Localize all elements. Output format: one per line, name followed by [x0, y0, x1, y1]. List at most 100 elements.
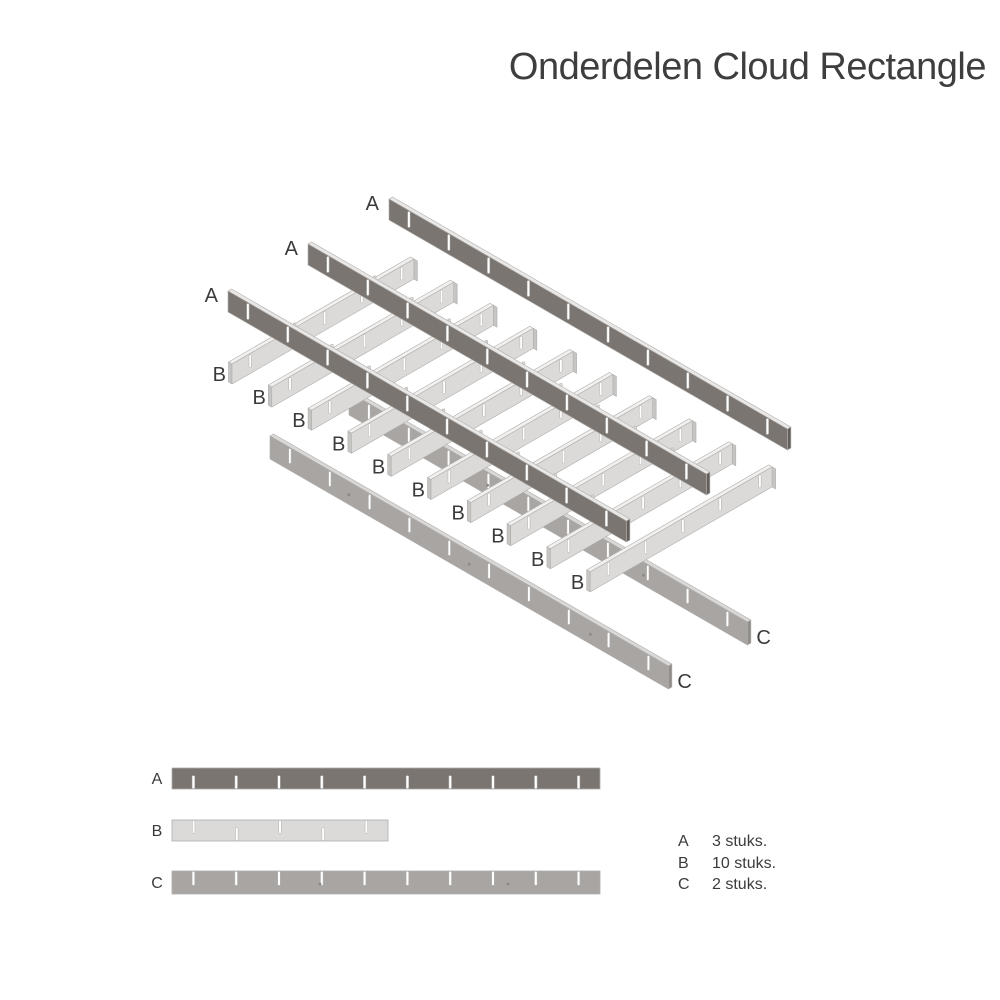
notch-slot	[277, 775, 281, 789]
notch-slot	[726, 395, 730, 412]
part-label-b: B	[252, 387, 265, 409]
part-label-c: C	[756, 627, 770, 649]
notch-slot	[646, 565, 650, 581]
notch-slot	[323, 311, 327, 325]
part-label-b: B	[451, 503, 464, 525]
notch-slot	[487, 563, 491, 579]
notch-slot	[681, 519, 685, 533]
notch-slot	[442, 380, 446, 395]
notch-slot	[559, 359, 563, 373]
notch-slot	[641, 496, 645, 510]
notch-slot	[234, 871, 238, 886]
plank-end-cap	[427, 477, 432, 500]
overview-part-label: C	[151, 875, 163, 892]
notch-slot	[363, 334, 366, 348]
plank-end-cap	[612, 374, 617, 397]
part-label-a: A	[285, 238, 299, 260]
legend-part-quantity: 2 stuks.	[712, 876, 768, 893]
notch-slot	[191, 775, 195, 789]
iso-part-b-slat	[586, 464, 776, 593]
parts-overview: ABC	[151, 767, 601, 895]
notch-slot	[606, 542, 610, 558]
legend-part-letter: A	[678, 833, 689, 850]
notch-slot	[326, 256, 330, 273]
notch-slot	[491, 775, 495, 789]
notch-slot	[758, 474, 762, 489]
notch-slot	[606, 562, 610, 576]
part-label-a: A	[205, 285, 219, 307]
legend-row-b: B 10 stuks.	[678, 853, 776, 875]
notch-slot	[577, 871, 581, 886]
plank-face	[589, 466, 773, 593]
notch-slot	[577, 775, 581, 789]
notch-slot	[491, 871, 495, 886]
notch-slot	[566, 519, 570, 535]
notch-slot	[326, 349, 330, 366]
plank-end-cap	[413, 258, 418, 282]
screw-hole	[642, 573, 645, 577]
notch-slot	[644, 540, 648, 555]
notch-slot	[448, 871, 452, 886]
plank-end-cap	[307, 407, 312, 431]
notch-slot	[367, 404, 371, 420]
part-label-b: B	[571, 572, 584, 594]
notch-slot	[718, 451, 722, 466]
notch-slot	[278, 820, 282, 834]
notch-slot	[328, 471, 332, 487]
notch-slot	[645, 440, 649, 457]
notch-slot	[601, 472, 605, 487]
legend-row-c: C 2 stuks.	[678, 874, 776, 896]
overview-part-b	[171, 819, 389, 842]
notch-slot	[485, 348, 489, 365]
notch-slot	[646, 655, 650, 671]
notch-slot	[487, 492, 491, 507]
notch-slot	[235, 827, 239, 841]
notch-slot	[234, 775, 238, 789]
plank-end-cap	[626, 518, 631, 543]
notch-slot	[407, 446, 411, 461]
screw-hole	[347, 493, 351, 497]
notch-slot	[368, 423, 372, 438]
notch-slot	[605, 417, 609, 434]
part-label-b: B	[213, 364, 226, 386]
notch-slot	[407, 211, 411, 228]
part-label-b: B	[372, 456, 385, 478]
notch-slot	[606, 326, 610, 343]
notch-slot	[365, 372, 369, 389]
notch-slot	[288, 448, 292, 464]
notch-slot	[525, 464, 529, 481]
notch-slot	[534, 871, 538, 886]
notch-slot	[447, 540, 451, 556]
plank-end-cap	[668, 663, 673, 690]
plank-end-cap	[747, 619, 752, 646]
iso-part-a-beam	[227, 288, 631, 543]
notch-slot	[725, 611, 729, 627]
screw-hole	[589, 632, 592, 636]
plank-end-cap	[586, 569, 591, 593]
screw-hole	[506, 882, 510, 886]
screw-hole	[486, 483, 489, 487]
notch-slot	[363, 775, 367, 789]
plank-end-cap	[466, 500, 472, 523]
plank-end-cap	[652, 397, 657, 420]
notch-slot	[566, 303, 570, 320]
notch-slot	[639, 405, 642, 419]
notch-slot	[482, 403, 486, 418]
quantity-legend: A 3 stuks. B 10 stuks. C 2 stuks.	[678, 831, 776, 896]
notch-slot	[363, 871, 367, 886]
legend-row-a: A 3 stuks.	[678, 831, 776, 853]
notch-slot	[718, 497, 722, 512]
plank-end-cap	[731, 443, 737, 467]
notch-slot	[565, 487, 569, 504]
part-label-c: C	[677, 671, 691, 693]
notch-slot	[405, 871, 409, 886]
plank-end-cap	[532, 327, 538, 351]
notch-slot	[604, 510, 608, 527]
notch-slot	[519, 336, 523, 350]
notch-slot	[407, 517, 411, 533]
notch-slot	[599, 382, 603, 396]
notch-slot	[686, 372, 690, 389]
plank-end-cap	[228, 361, 233, 385]
notch-slot	[526, 280, 530, 297]
